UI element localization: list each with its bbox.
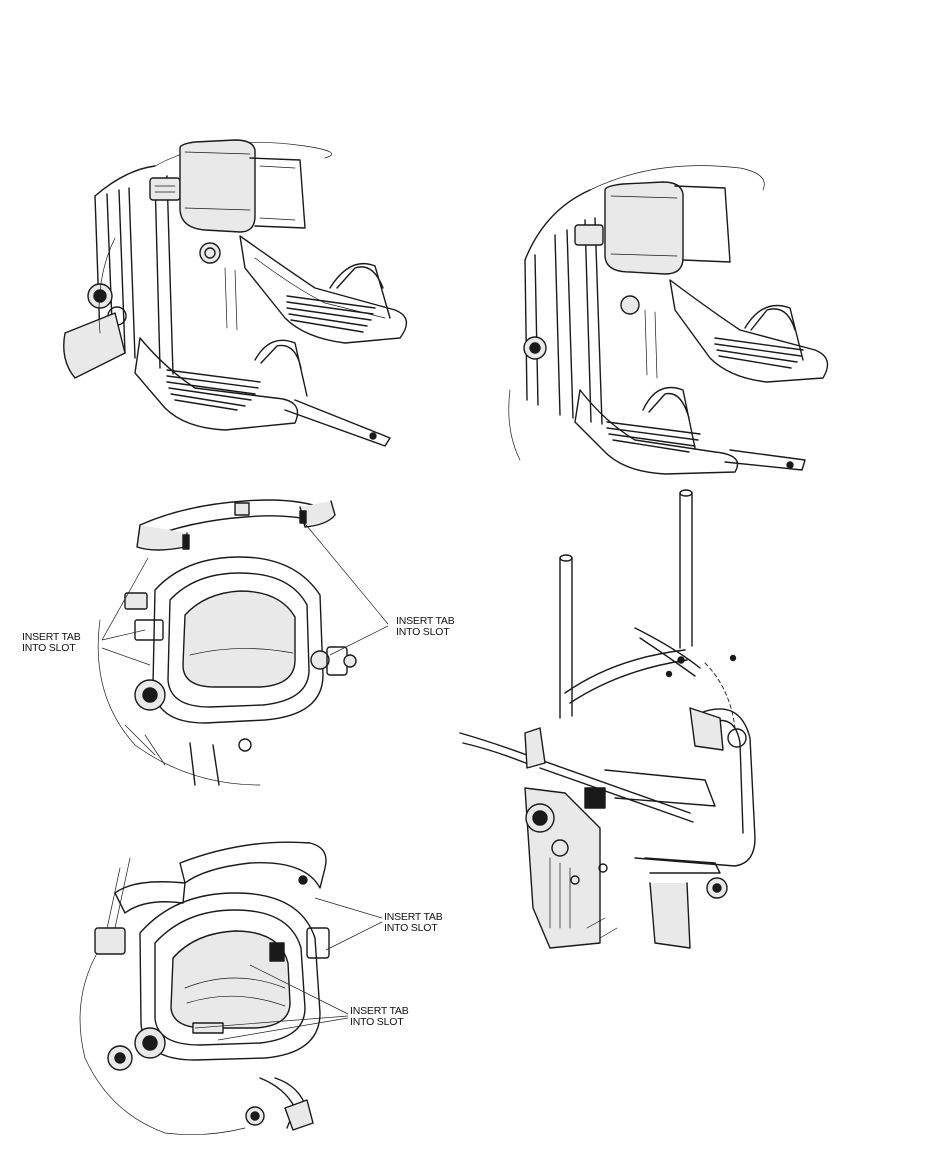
callout-line-2: INTO SLOT — [22, 643, 81, 654]
insert-tab-callout: INSERT TAB INTO SLOT — [350, 1006, 409, 1028]
callout-line-2: INTO SLOT — [350, 1017, 409, 1028]
insert-tab-callout: INSERT TAB INTO SLOT — [22, 632, 81, 654]
callout-line-2: INTO SLOT — [384, 923, 443, 934]
insert-tab-callout: INSERT TAB INTO SLOT — [384, 912, 443, 934]
callout-line-2: INTO SLOT — [396, 627, 455, 638]
insert-tab-callout: INSERT TAB INTO SLOT — [396, 616, 455, 638]
